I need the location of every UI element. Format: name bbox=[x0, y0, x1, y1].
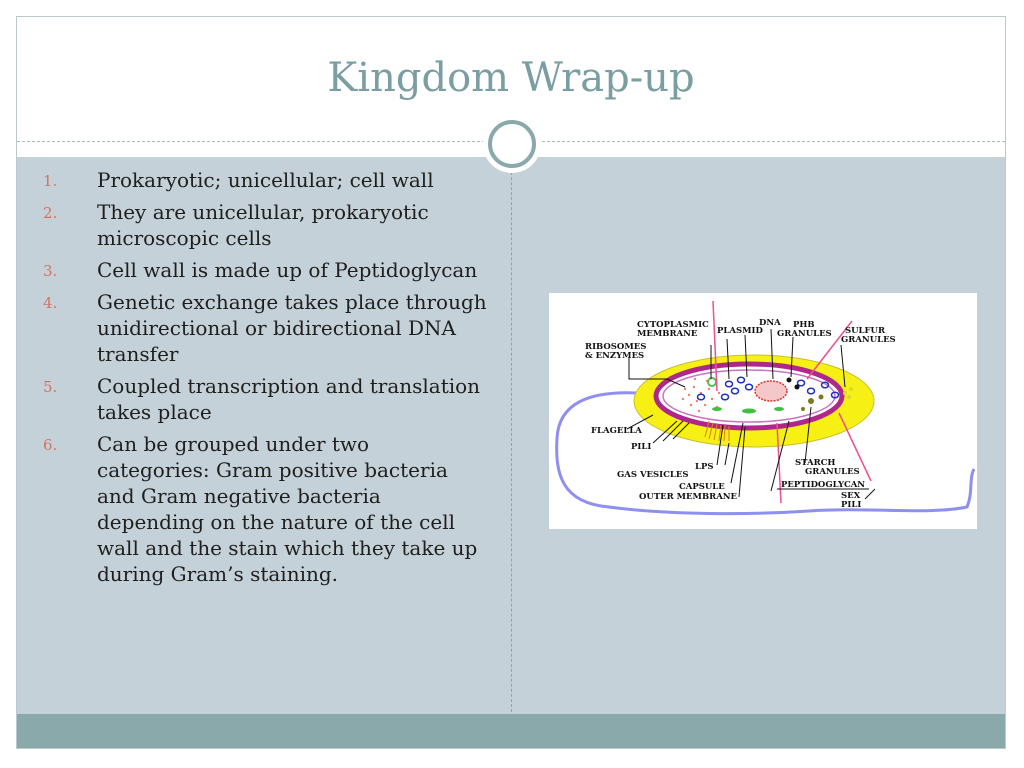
label-sulfur-1: SULFUR bbox=[845, 326, 886, 336]
leader-lines bbox=[626, 328, 876, 500]
list-item: 1. Prokaryotic; unicellular; cell wall bbox=[43, 167, 487, 193]
sex-pilus-line-4 bbox=[776, 422, 782, 504]
label-starch-1: STARCH bbox=[795, 458, 835, 468]
label-starch-2: GRANULES bbox=[805, 467, 860, 477]
list-item: 2. They are unicellular, prokaryotic micr… bbox=[43, 199, 487, 251]
label-flagella: FLAGELLA bbox=[591, 426, 642, 436]
gas-vesicle-shapes bbox=[712, 407, 784, 414]
list-item: 6. Can be grouped under two categories: G… bbox=[43, 431, 487, 587]
dna-shape bbox=[754, 380, 788, 402]
sex-pilus-line-1 bbox=[712, 300, 718, 392]
label-ribosomes-1: RIBOSOMES bbox=[585, 342, 646, 352]
list-item: 5. Coupled transcription and translation … bbox=[43, 373, 487, 425]
list-number: 6. bbox=[43, 436, 58, 454]
label-cytoplasmic-membrane-2: MEMBRANE bbox=[637, 329, 698, 339]
flagellum-shape bbox=[555, 391, 976, 516]
content-panel: 1. Prokaryotic; unicellular; cell wall 2.… bbox=[17, 157, 1005, 717]
list-number: 2. bbox=[43, 204, 58, 222]
label-phb-2: GRANULES bbox=[777, 329, 832, 339]
pili-shapes bbox=[704, 420, 730, 442]
label-outer-membrane: OUTER MEMBRANE bbox=[639, 492, 738, 502]
label-plasmid: PLASMID bbox=[717, 326, 763, 336]
bacterium-diagram: CYTOPLASMIC MEMBRANE PLASMID DNA PHB GRA… bbox=[549, 293, 977, 529]
column-divider bbox=[511, 157, 512, 717]
list-text: Coupled transcription and translation ta… bbox=[97, 374, 481, 424]
list-item: 3. Cell wall is made up of Peptidoglycan bbox=[43, 257, 487, 283]
list-number: 5. bbox=[43, 378, 58, 396]
label-pili: PILI bbox=[631, 442, 651, 452]
phb-granules bbox=[786, 377, 800, 390]
list-text: Prokaryotic; unicellular; cell wall bbox=[97, 168, 434, 192]
label-lps: LPS bbox=[695, 462, 714, 472]
list-number: 4. bbox=[43, 294, 58, 312]
list-item: 4. Genetic exchange takes place through u… bbox=[43, 289, 487, 367]
label-ribosomes-2: & ENZYMES bbox=[585, 351, 644, 361]
slide-title: Kingdom Wrap-up bbox=[327, 55, 695, 101]
list-number: 1. bbox=[43, 172, 58, 190]
bacterium-diagram-svg: CYTOPLASMIC MEMBRANE PLASMID DNA PHB GRA… bbox=[555, 300, 976, 516]
list-text: They are unicellular, prokaryotic micros… bbox=[97, 200, 429, 250]
label-gas-vesicles: GAS VESICLES bbox=[617, 470, 689, 480]
sex-pilus-line-3 bbox=[838, 412, 872, 482]
label-sex-pili-2: PILI bbox=[841, 500, 861, 510]
vesicles bbox=[696, 376, 840, 401]
ornament-circle-icon bbox=[488, 120, 536, 168]
label-phb-1: PHB bbox=[793, 320, 815, 330]
bullet-list: 1. Prokaryotic; unicellular; cell wall 2.… bbox=[43, 167, 487, 593]
cytoplasmic-membrane-shape bbox=[662, 369, 836, 423]
list-text: Can be grouped under two categories: Gra… bbox=[97, 432, 478, 586]
slide-frame: Kingdom Wrap-up 1. Prokaryotic; unicellul… bbox=[16, 16, 1006, 749]
list-number: 3. bbox=[43, 262, 58, 280]
label-peptidoglycan: PEPTIDOGLYCAN bbox=[781, 480, 865, 490]
list-text: Genetic exchange takes place through uni… bbox=[97, 290, 487, 366]
label-sulfur-2: GRANULES bbox=[841, 335, 896, 345]
label-cytoplasmic-membrane-1: CYTOPLASMIC bbox=[637, 320, 709, 330]
sulfur-granules bbox=[843, 387, 853, 399]
list-text: Cell wall is made up of Peptidoglycan bbox=[97, 258, 478, 282]
label-sex-pili-1: SEX bbox=[841, 491, 861, 501]
label-capsule: CAPSULE bbox=[679, 482, 725, 492]
footer-bar bbox=[17, 714, 1005, 748]
starch-granules bbox=[801, 394, 824, 411]
sex-pilus-line-2 bbox=[806, 320, 853, 380]
label-dna: DNA bbox=[759, 318, 781, 328]
title-ornament bbox=[483, 115, 541, 173]
